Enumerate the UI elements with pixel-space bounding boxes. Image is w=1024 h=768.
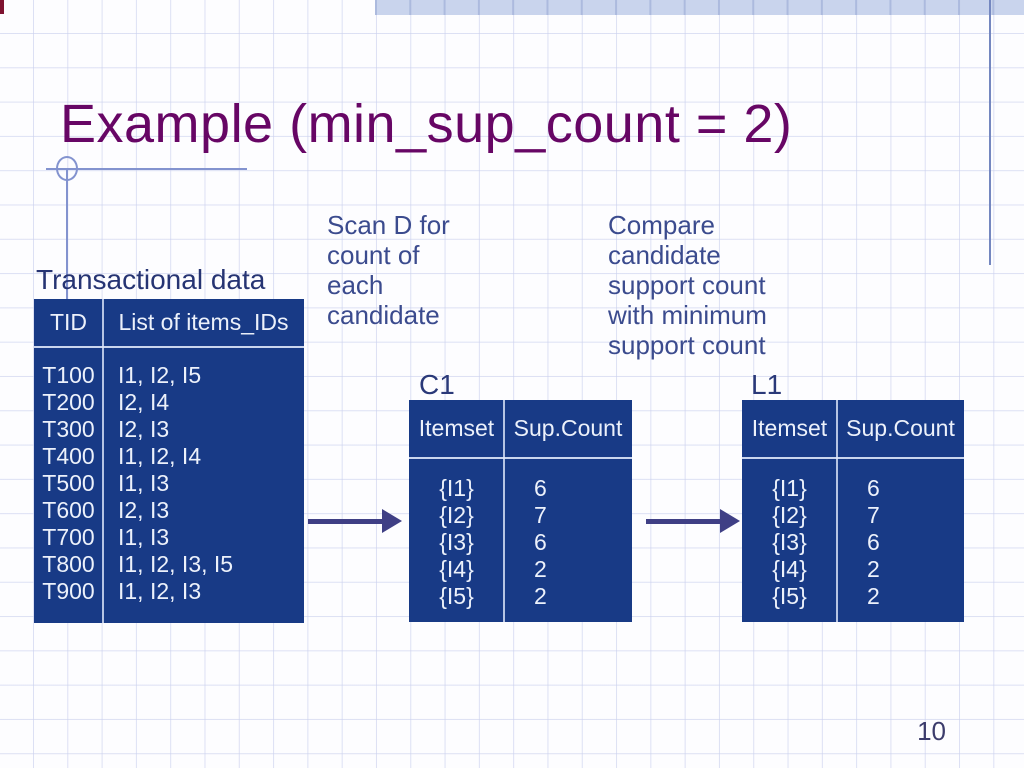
table-row: T200 I2, I4 — [34, 389, 304, 416]
table-cell: T800 — [42, 551, 95, 577]
table-cell: {I4} — [439, 556, 474, 582]
header-cell-items: List of items_IDs — [118, 309, 289, 335]
table-cell: 7 — [867, 502, 880, 528]
arrow-head — [720, 509, 740, 533]
c1-table-header: Itemset Sup.Count — [409, 400, 632, 459]
l1-table: Itemset Sup.Count {I1} 6 {I2} 7 {I3} 6 {I4}… — [742, 400, 964, 622]
slide-title: Example (min_sup_count = 2) — [60, 94, 793, 154]
table-row: {I3} 6 — [742, 529, 964, 556]
table-row: {I3} 6 — [409, 529, 632, 556]
table-cell: 6 — [867, 475, 880, 501]
table-cell: {I1} — [772, 475, 807, 501]
transactions-table: TID List of items_IDs T100 I1, I2, I5 T20… — [34, 299, 304, 623]
compare-annotation: Compare candidate support count with min… — [608, 210, 767, 360]
column-divider — [836, 400, 838, 622]
arrow-shaft — [646, 519, 722, 524]
table-cell: I2, I3 — [118, 416, 170, 442]
table-cell: I1, I2, I4 — [118, 443, 202, 469]
table-cell: T500 — [42, 470, 95, 496]
table-cell: T300 — [42, 416, 95, 442]
table-row: {I5} 2 — [742, 583, 964, 610]
top-band-decoration — [375, 0, 1024, 15]
table-cell: T900 — [42, 578, 95, 604]
table-row: {I2} 7 — [409, 502, 632, 529]
table-cell: I1, I3 — [118, 524, 170, 550]
table-row: T900 I1, I2, I3 — [34, 578, 304, 605]
table-cell: T200 — [42, 389, 95, 415]
table-cell: 2 — [534, 556, 547, 582]
table-cell: {I1} — [439, 475, 474, 501]
table-row: {I1} 6 — [742, 475, 964, 502]
table-row: T300 I2, I3 — [34, 416, 304, 443]
c1-table: Itemset Sup.Count {I1} 6 {I2} 7 {I3} 6 {I4}… — [409, 400, 632, 622]
table-row: T600 I2, I3 — [34, 497, 304, 524]
scan-annotation: Scan D for count of each candidate — [327, 210, 450, 330]
header-cell-itemset: Itemset — [418, 415, 495, 441]
table-row: T800 I1, I2, I3, I5 — [34, 551, 304, 578]
right-edge-line-decoration — [989, 0, 991, 265]
c1-table-body: {I1} 6 {I2} 7 {I3} 6 {I4} 2 {I5} 2 — [409, 475, 632, 610]
table-cell: T700 — [42, 524, 95, 550]
table-row: {I4} 2 — [409, 556, 632, 583]
table-cell: I1, I2, I3, I5 — [118, 551, 234, 577]
column-divider — [503, 400, 505, 622]
table-row: T700 I1, I3 — [34, 524, 304, 551]
table-cell: {I3} — [772, 529, 807, 555]
table-cell: {I2} — [772, 502, 807, 528]
l1-table-body: {I1} 6 {I2} 7 {I3} 6 {I4} 2 {I5} 2 — [742, 475, 964, 610]
table-cell: {I2} — [439, 502, 474, 528]
table-cell: I1, I2, I3 — [118, 578, 202, 604]
table-cell: 2 — [534, 583, 547, 609]
title-vertical-line-decoration — [66, 168, 68, 300]
table-row: T500 I1, I3 — [34, 470, 304, 497]
table-cell: {I4} — [772, 556, 807, 582]
table-cell: I1, I2, I5 — [118, 362, 202, 388]
table-cell: 7 — [534, 502, 547, 528]
header-cell-supcount: Sup.Count — [513, 415, 623, 441]
table-cell: T600 — [42, 497, 95, 523]
table-row: {I5} 2 — [409, 583, 632, 610]
column-divider — [102, 299, 104, 623]
transactional-data-label: Transactional data — [36, 264, 266, 295]
header-cell-tid: TID — [49, 309, 88, 335]
table-row: {I4} 2 — [742, 556, 964, 583]
l1-table-label: L1 — [751, 369, 783, 400]
table-row: T100 I1, I2, I5 — [34, 362, 304, 389]
table-cell: T400 — [42, 443, 95, 469]
table-cell: 6 — [534, 529, 547, 555]
corner-accent-decoration — [0, 0, 4, 14]
table-cell: {I5} — [772, 583, 807, 609]
table-row: {I2} 7 — [742, 502, 964, 529]
table-cell: I2, I3 — [118, 497, 170, 523]
header-cell-itemset: Itemset — [751, 415, 828, 441]
title-underline-decoration — [46, 168, 247, 170]
arrow-shaft — [308, 519, 384, 524]
table-cell: T100 — [42, 362, 95, 388]
table-cell: {I5} — [439, 583, 474, 609]
page-number: 10 — [917, 716, 946, 746]
table-row: T400 I1, I2, I4 — [34, 443, 304, 470]
table-cell: 2 — [867, 583, 880, 609]
table-row: {I1} 6 — [409, 475, 632, 502]
arrow-head — [382, 509, 402, 533]
header-cell-supcount: Sup.Count — [846, 415, 955, 441]
table-cell: 2 — [867, 556, 880, 582]
table-cell: I1, I3 — [118, 470, 170, 496]
table-cell: I2, I4 — [118, 389, 170, 415]
l1-table-header: Itemset Sup.Count — [742, 400, 964, 459]
table-cell: 6 — [534, 475, 547, 501]
transactions-table-header: TID List of items_IDs — [34, 299, 304, 348]
table-cell: {I3} — [439, 529, 474, 555]
table-cell: 6 — [867, 529, 880, 555]
c1-table-label: C1 — [419, 369, 455, 400]
